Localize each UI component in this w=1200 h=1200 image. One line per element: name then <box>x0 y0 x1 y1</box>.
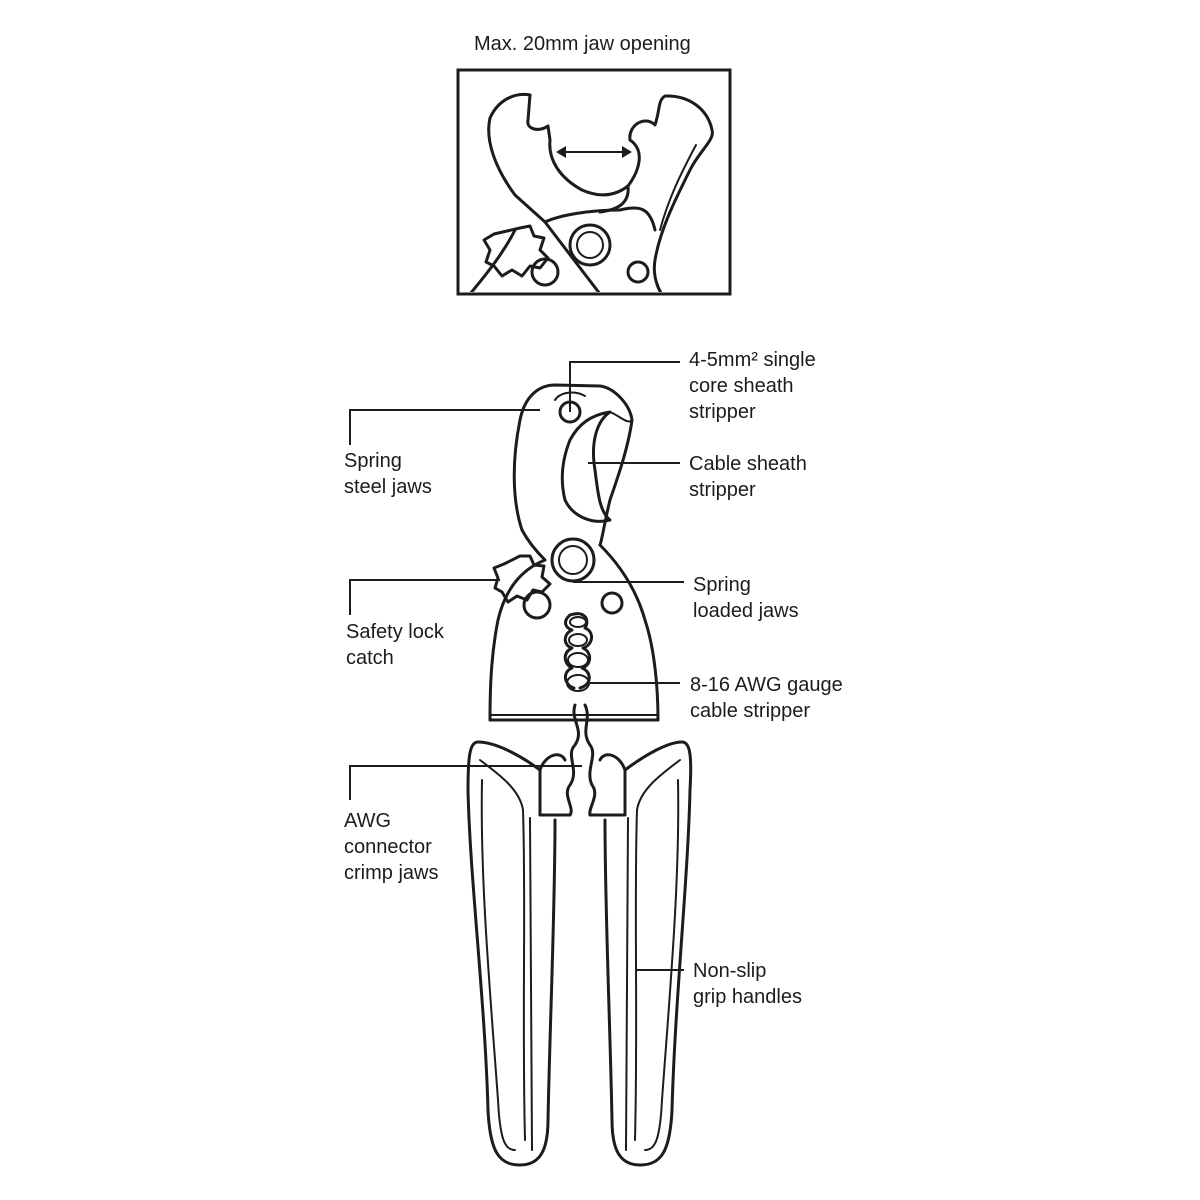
label-line: Spring <box>693 574 751 596</box>
left-handle <box>466 740 557 1167</box>
label-line: connector <box>344 836 432 858</box>
label-spring-steel-jaws: Spring steel jaws <box>344 448 432 500</box>
inset-frame <box>456 68 732 296</box>
inset-left-jaw <box>487 92 601 292</box>
label-line: stripper <box>689 479 756 501</box>
right-handle <box>603 740 693 1167</box>
label-line: crimp jaws <box>344 862 439 884</box>
label-line: Safety lock <box>346 621 444 643</box>
label-awg-cable-stripper: 8-16 AWG gauge cable stripper <box>690 672 843 724</box>
leader-single-core <box>569 361 680 412</box>
label-line: loaded jaws <box>693 600 799 622</box>
inset-safety-lock <box>482 224 550 278</box>
label-line: Cable sheath <box>689 453 807 475</box>
label-awg-crimp-jaws: AWG connector crimp jaws <box>344 808 438 886</box>
label-single-core-stripper: 4-5mm² single core sheath stripper <box>689 347 816 425</box>
label-line: 4-5mm² single <box>689 349 816 371</box>
label-line: catch <box>346 647 394 669</box>
label-line: cable stripper <box>690 700 811 722</box>
safety-lock-gear <box>492 554 552 604</box>
inset-right-jaw <box>626 94 714 292</box>
label-safety-lock-catch: Safety lock catch <box>346 619 444 671</box>
leader-safety-lock <box>349 579 500 615</box>
leader-awg-crimp <box>349 765 582 800</box>
awg-stripper-holes <box>563 612 593 692</box>
crimp-jaws <box>538 703 627 817</box>
label-line: Non-slip <box>693 960 767 982</box>
label-line: steel jaws <box>344 476 432 498</box>
inset-caption: Max. 20mm jaw opening <box>474 33 691 55</box>
cable-stripper-tool <box>466 383 693 1167</box>
leader-spring-steel <box>349 409 540 445</box>
label-spring-loaded-jaws: Spring loaded jaws <box>693 572 799 624</box>
label-line: 8-16 AWG gauge <box>690 674 843 696</box>
label-line: stripper <box>689 401 756 423</box>
label-line: core sheath <box>689 375 794 397</box>
label-cable-sheath-stripper: Cable sheath stripper <box>689 451 807 503</box>
inset-pivot <box>568 223 612 267</box>
inset-jaw-close-up <box>456 68 732 296</box>
label-line: Spring <box>344 450 402 472</box>
label-non-slip-grip: Non-slip grip handles <box>693 958 802 1010</box>
label-line: AWG <box>344 810 392 832</box>
label-line: grip handles <box>693 986 802 1008</box>
leader-lines <box>349 361 684 971</box>
sheath-stripper-cutout <box>560 410 612 523</box>
